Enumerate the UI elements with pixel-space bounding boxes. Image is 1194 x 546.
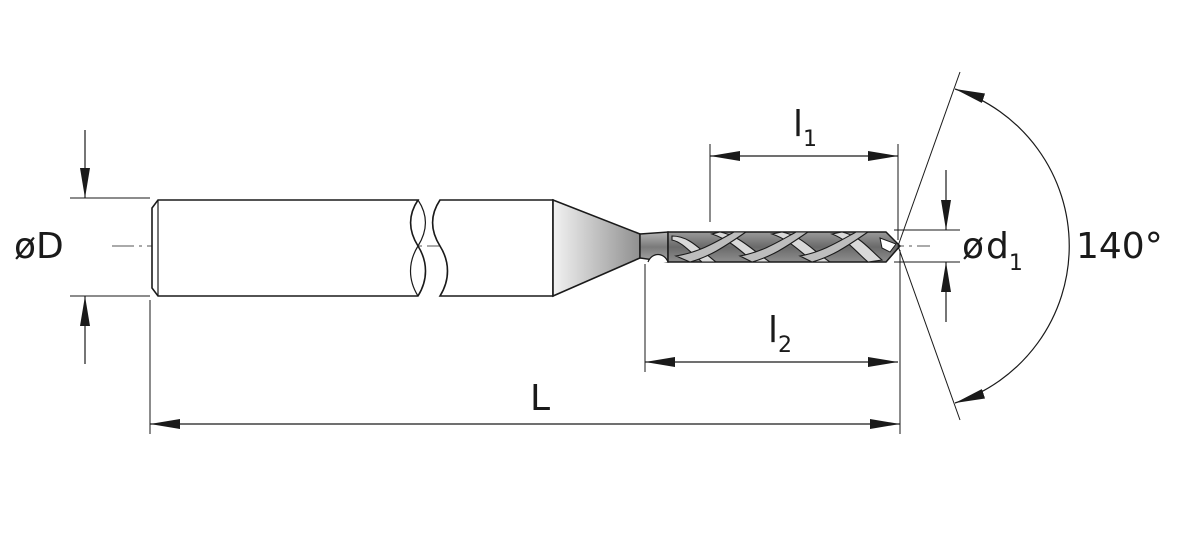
neck-groove [647, 253, 669, 263]
shank-break-left [409, 199, 427, 297]
flute-spirals [671, 231, 884, 263]
shank-cone [552, 198, 641, 298]
flute-length-label: l1 [793, 104, 817, 152]
shank-diameter-label: øD [14, 226, 64, 267]
point-angle-label: 140° [1076, 226, 1163, 267]
cutting-diameter-label: ød1 [962, 226, 1023, 276]
usable-length-label: l2 [768, 310, 792, 358]
drill-tip [879, 237, 897, 253]
shank-left-section [151, 199, 427, 297]
angle-line-top [897, 71, 961, 247]
shank-right-section [431, 199, 554, 297]
total-length-label: L [530, 378, 550, 419]
angle-arc [954, 88, 1070, 404]
angle-line-bottom [897, 245, 961, 421]
